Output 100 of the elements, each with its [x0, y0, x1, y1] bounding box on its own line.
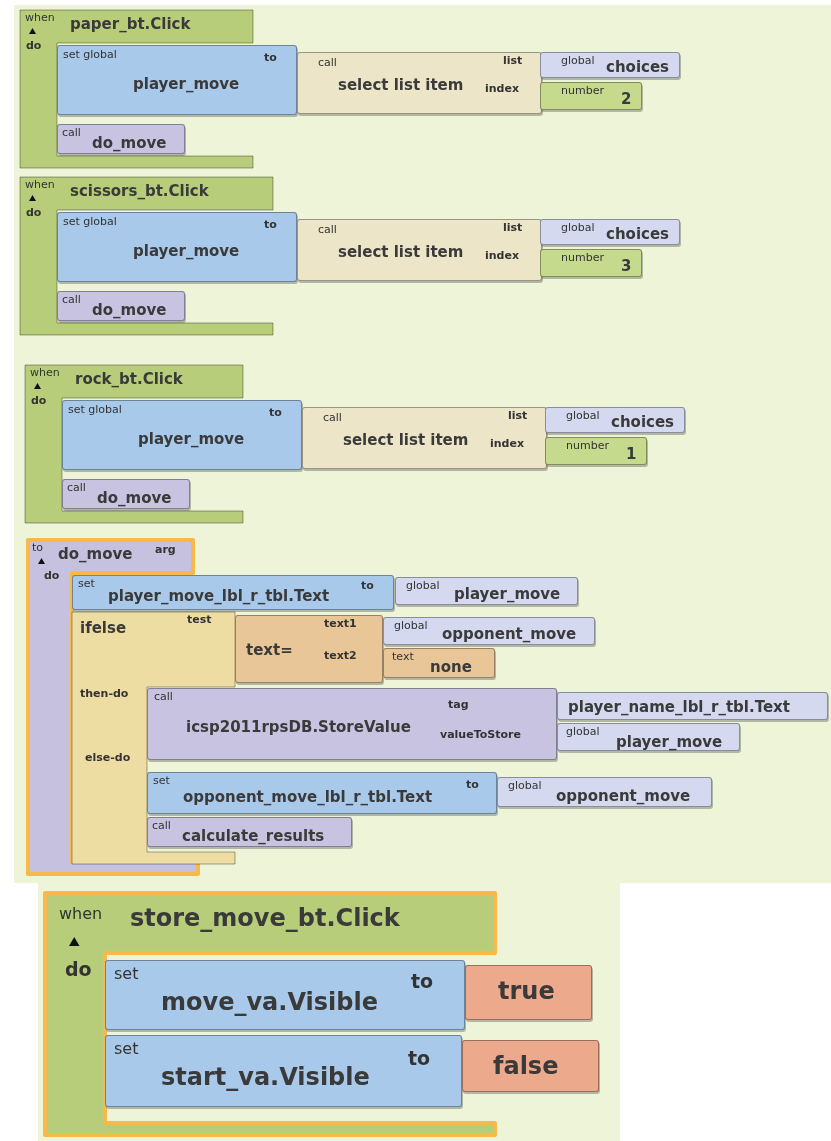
block-name: scissors_bt.Click	[70, 183, 209, 200]
socket-label: do	[26, 40, 42, 53]
block-keyword: set	[78, 578, 95, 591]
socket-label: test	[187, 614, 212, 627]
block-name: opponent_move	[442, 626, 577, 643]
block-name: opponent_move	[556, 788, 691, 805]
call-block	[297, 52, 542, 114]
property-block	[557, 692, 828, 720]
block-name: player_move_lbl_r_tbl.Text	[108, 588, 330, 605]
text-value-block	[383, 648, 495, 678]
event-block	[20, 10, 253, 168]
call-block	[147, 688, 557, 760]
block-name: false	[493, 1053, 559, 1080]
number-block	[545, 437, 647, 465]
socket-label: then-do	[80, 688, 129, 701]
socket-label: do	[44, 570, 60, 583]
block-name: store_move_bt.Click	[130, 905, 400, 932]
block-keyword: text	[392, 651, 414, 664]
set-block	[105, 1035, 462, 1107]
block-keyword: set global	[63, 49, 117, 62]
block-keyword: set global	[68, 404, 122, 417]
block-keyword: set global	[63, 216, 117, 229]
block-keyword: global	[561, 222, 595, 235]
block-keyword: call	[318, 224, 337, 237]
variable-block	[540, 52, 680, 78]
block-keyword: when	[25, 12, 55, 25]
socket-label: to	[264, 52, 277, 65]
call-block	[297, 219, 542, 281]
block-name: do_move	[92, 302, 167, 319]
block-keyword: set	[114, 1040, 139, 1058]
socket-label: to	[411, 971, 434, 992]
call-block	[57, 124, 185, 154]
block-name: ifelse	[80, 620, 127, 637]
socket-label: to	[361, 580, 374, 593]
socket-label: valueToStore	[440, 729, 521, 742]
socket-label: list	[503, 222, 523, 235]
block-keyword: call	[67, 482, 86, 495]
block-name: choices	[606, 59, 669, 76]
block-name: paper_bt.Click	[70, 16, 191, 33]
block-name: do_move	[58, 546, 133, 563]
socket-label: index	[485, 250, 520, 263]
block-name: 3	[621, 258, 632, 275]
block-name: choices	[611, 414, 674, 431]
socket-label: do	[26, 207, 42, 220]
block-keyword: set	[114, 965, 139, 983]
block-keyword: call	[154, 691, 173, 704]
block-name: player_move	[454, 586, 561, 603]
block-name: move_va.Visible	[161, 989, 378, 1016]
block-name: player_name_lbl_r_tbl.Text	[568, 699, 790, 716]
variable-block	[383, 617, 595, 645]
block-keyword: global	[561, 55, 595, 68]
set-block	[72, 575, 394, 610]
variable-block	[557, 723, 740, 751]
block-name: rock_bt.Click	[75, 371, 183, 388]
block-keyword: global	[566, 410, 600, 423]
block-name: player_move	[133, 76, 240, 93]
socket-label: tag	[448, 699, 469, 712]
socket-label: to	[269, 407, 282, 420]
block-name: start_va.Visible	[161, 1064, 370, 1091]
socket-label: index	[485, 83, 520, 96]
event-block	[25, 365, 243, 523]
block-keyword: number	[561, 85, 604, 98]
block-keyword: global	[406, 580, 440, 593]
block-name: select list item	[343, 432, 469, 449]
socket-label: to	[408, 1048, 431, 1069]
socket-label: index	[490, 438, 525, 451]
set-block	[62, 400, 302, 470]
block-name: choices	[606, 226, 669, 243]
socket-label: to	[264, 219, 277, 232]
block-keyword: set	[153, 775, 170, 788]
block-name: true	[498, 978, 555, 1005]
block-name: do_move	[97, 490, 172, 507]
block-name: 2	[621, 91, 632, 108]
block-keyword: global	[394, 620, 428, 633]
block-keyword: when	[30, 367, 60, 380]
socket-label: text2	[324, 650, 357, 663]
block-name: none	[430, 659, 472, 676]
socket-label: list	[503, 55, 523, 68]
boolean-block	[462, 1040, 599, 1092]
block-name: 1	[626, 446, 637, 463]
block-name: calculate_results	[182, 828, 325, 845]
block-name: player_move	[616, 734, 723, 751]
block-keyword: when	[25, 179, 55, 192]
block-name: select list item	[338, 77, 464, 94]
call-block	[57, 291, 185, 321]
socket-label: text1	[324, 618, 357, 631]
block-name: text=	[246, 642, 293, 659]
set-block	[57, 45, 297, 115]
block-keyword: call	[318, 57, 337, 70]
variable-block	[545, 407, 685, 433]
socket-label: list	[508, 410, 528, 423]
block-name: opponent_move_lbl_r_tbl.Text	[183, 789, 433, 806]
block-keyword: number	[561, 252, 604, 265]
socket-label: else-do	[85, 752, 131, 765]
set-block	[105, 960, 465, 1030]
call-block	[62, 479, 190, 509]
socket-label: to	[466, 779, 479, 792]
set-block	[147, 772, 497, 814]
block-name: player_move	[138, 431, 245, 448]
socket-label: do	[65, 959, 92, 980]
